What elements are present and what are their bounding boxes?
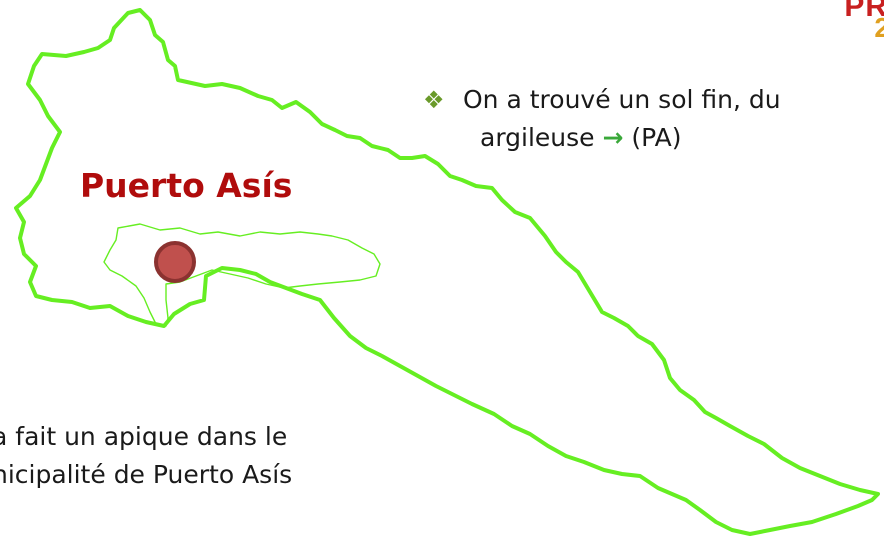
- footnote-line-1: a fait un apique dans le: [0, 422, 288, 451]
- place-label: Puerto Asís: [80, 166, 293, 205]
- location-marker: [154, 241, 196, 283]
- logo-text-bottom: 2: [874, 12, 884, 43]
- corner-logo: PR 2: [824, 0, 884, 52]
- bullet-line-2-text: argileuse: [480, 123, 595, 152]
- department-boundary: [14, 8, 880, 536]
- footnote-line-2: nicipalité de Puerto Asís: [0, 460, 293, 489]
- bullet-line-1-text: On a trouvé un sol fin, du: [463, 85, 781, 114]
- bullet-line-2: argileuse → (PA): [423, 119, 884, 157]
- logo-text-top: PR: [844, 0, 884, 23]
- right-arrow-icon: →: [602, 123, 624, 152]
- bullet-point: ❖ On a trouvé un sol fin, du argileuse → …: [423, 81, 884, 157]
- bullet-line-2-tail: (PA): [623, 123, 682, 152]
- diamond-cluster-icon: ❖: [423, 86, 445, 114]
- municipality-boundary: [103, 223, 381, 327]
- bullet-line-1: ❖ On a trouvé un sol fin, du: [423, 81, 884, 119]
- footnote-text: a fait un apique dans le nicipalité de P…: [0, 418, 292, 494]
